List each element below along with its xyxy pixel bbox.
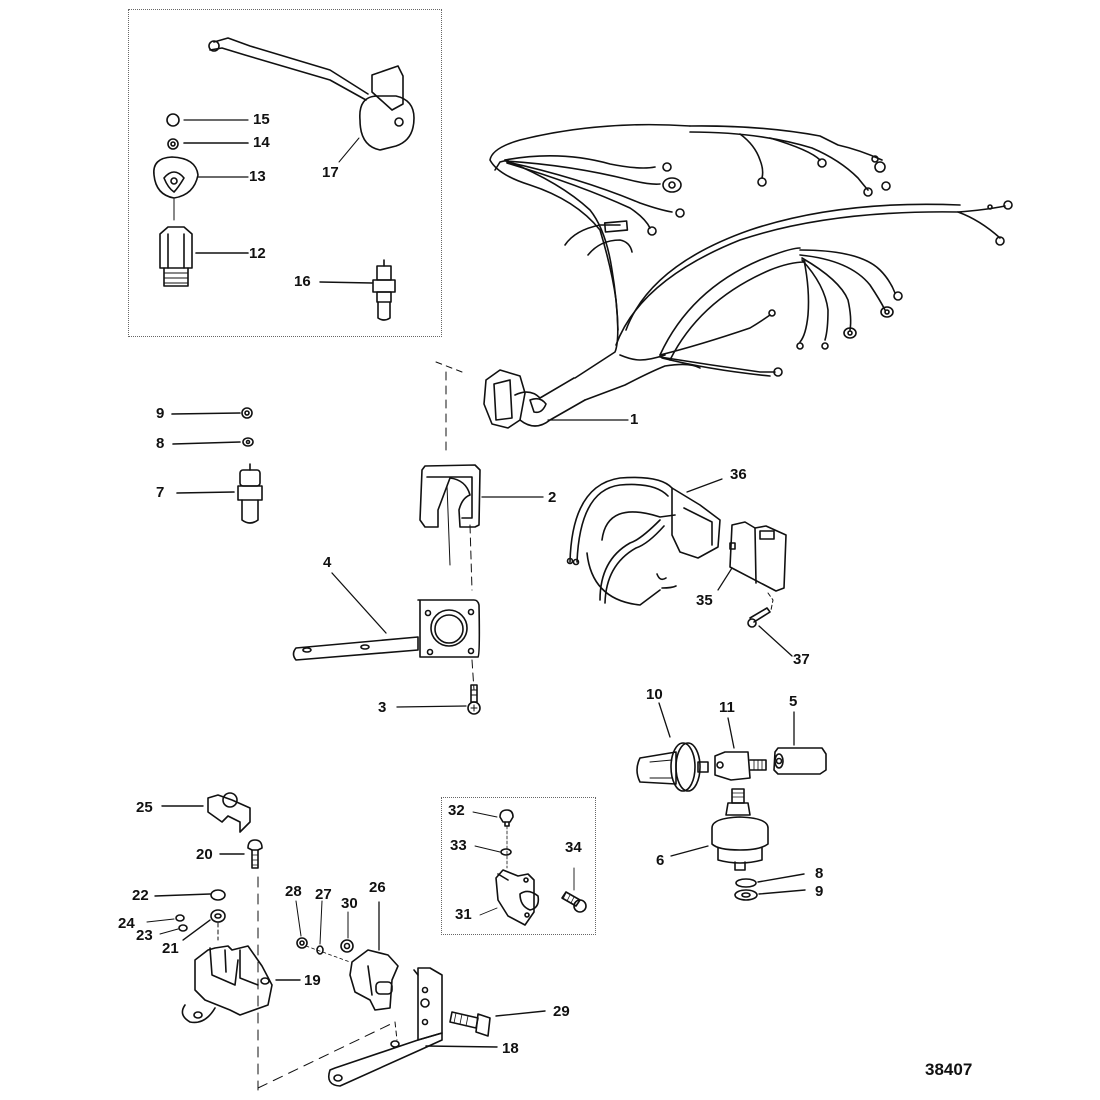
callout-12: 12: [249, 245, 266, 262]
callout-13: 13: [249, 168, 266, 185]
screw-part-34: [561, 891, 587, 913]
screw-part-3: [467, 684, 481, 715]
washer-part-21: [210, 909, 226, 923]
callout-30: 30: [341, 895, 358, 912]
pressure-switch-part-10: [636, 742, 709, 792]
callout-23: 23: [136, 927, 153, 944]
temperature-sender-part-16: [372, 259, 396, 321]
callout-8-lower: 8: [815, 865, 824, 882]
coupler-part-5: [773, 747, 827, 775]
nut-part-9b: [734, 889, 758, 901]
callout-20: 20: [196, 846, 213, 863]
screw-part-29: [449, 1011, 491, 1037]
inset-box-sensors: [128, 9, 442, 337]
callout-34: 34: [565, 839, 582, 856]
callout-25: 25: [136, 799, 153, 816]
callout-35: 35: [696, 592, 713, 609]
screw-part-32: [499, 809, 514, 827]
screw-part-20: [247, 839, 263, 869]
washer-part-33: [500, 848, 512, 856]
callout-21: 21: [162, 940, 179, 957]
callout-4: 4: [323, 554, 332, 571]
callout-11: 11: [719, 699, 735, 716]
callout-37: 37: [793, 651, 810, 668]
callout-3: 3: [378, 699, 387, 716]
nut-part-30: [340, 939, 354, 953]
switch-part-13: [153, 156, 199, 199]
sensor-coil-part-17: [208, 37, 415, 163]
callout-9-upper: 9: [156, 405, 165, 422]
callout-7: 7: [156, 484, 165, 501]
callout-31: 31: [455, 906, 472, 923]
module-part-35: [729, 521, 787, 592]
nut-part-22: [210, 889, 226, 901]
tee-fitting-part-11: [714, 751, 767, 781]
inset-box-switch: [441, 797, 596, 935]
starter-solenoid-part-19: [181, 945, 273, 1024]
callout-17: 17: [322, 164, 339, 181]
callout-8-upper: 8: [156, 435, 165, 452]
lockwasher-part-8b: [735, 878, 757, 888]
callout-27: 27: [315, 886, 332, 903]
callout-2: 2: [548, 489, 557, 506]
washer-part-14: [167, 138, 179, 150]
nut-part-24: [175, 914, 185, 922]
nut-part-15: [166, 113, 180, 127]
bracket-part-18: [327, 967, 443, 1087]
washer-part-23: [178, 924, 188, 932]
callout-28: 28: [285, 883, 302, 900]
callout-6: 6: [656, 852, 665, 869]
retainer-part-2: [419, 464, 481, 591]
callout-32: 32: [448, 802, 465, 819]
harness-36: [566, 476, 723, 606]
screw-part-37: [747, 607, 771, 628]
slave-solenoid-part-26: [349, 949, 399, 1011]
figure-reference-number: 38407: [925, 1060, 973, 1079]
callout-15: 15: [253, 111, 270, 128]
nut-part-9a: [241, 407, 253, 419]
callout-1: 1: [630, 411, 639, 428]
wiring-harness-part-1: [483, 123, 1013, 429]
temperature-switch-part-7: [237, 463, 263, 524]
callout-33: 33: [450, 837, 467, 854]
callout-9-lower: 9: [815, 883, 824, 900]
callout-22: 22: [132, 887, 149, 904]
callout-10: 10: [646, 686, 663, 703]
callout-24: 24: [118, 915, 135, 932]
callout-19: 19: [304, 972, 321, 989]
switch-part-31: [495, 869, 540, 926]
adapter-part-12: [159, 226, 193, 287]
washer-part-8a: [242, 437, 254, 447]
pressure-sender-part-6: [711, 788, 769, 871]
callout-16: 16: [294, 273, 311, 290]
clip-part-25: [207, 792, 251, 833]
callout-14: 14: [253, 134, 270, 151]
callout-5: 5: [789, 693, 798, 710]
callout-26: 26: [369, 879, 386, 896]
mounting-bracket-part-4: [292, 599, 481, 691]
callout-36: 36: [730, 466, 747, 483]
callout-29: 29: [553, 1003, 570, 1020]
nut-part-28: [296, 937, 308, 949]
callout-18: 18: [502, 1040, 519, 1057]
